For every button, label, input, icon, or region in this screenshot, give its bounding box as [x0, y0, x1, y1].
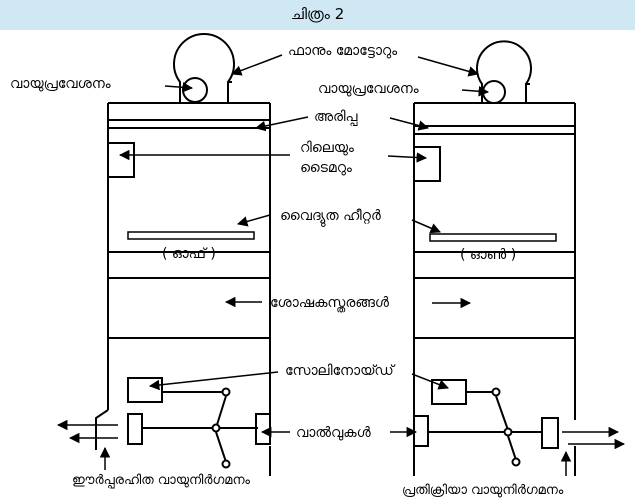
- arrow-heater-left: [236, 214, 271, 227]
- label-relay-2: ടൈമറും: [300, 160, 352, 176]
- valve-left-a: [127, 413, 143, 445]
- label-fan-motor: ഫാനും മോട്ടോറും: [288, 43, 397, 59]
- arrow-solenoid-right: [411, 373, 449, 390]
- arrow-fan-left: [231, 54, 283, 76]
- arrow-heater-right: [411, 219, 441, 234]
- valve-right-a: [413, 415, 429, 447]
- label-air-inlet-right: വായുപ്രവേശനം: [318, 81, 419, 97]
- left-unit: [95, 102, 271, 476]
- label-off: ( ഓഫ് ): [162, 246, 216, 262]
- label-filter: അരിപ്പ: [314, 109, 358, 126]
- label-adsorbent: ശോഷകസ്തരങ്ങൾ: [270, 295, 390, 313]
- arrow-inlet-right: [461, 86, 490, 97]
- arrow-filter-left: [254, 116, 309, 132]
- label-regen-outlet: പ്രതിക്രിയാ വായുനിർഗമനം: [402, 483, 564, 498]
- label-solenoid: സോലിനോയ്ഡ്: [285, 363, 395, 379]
- label-heater: വൈദ്യുത ഹീറ്റർ: [280, 208, 381, 227]
- figure-title: ചിത്രം 2: [290, 5, 345, 23]
- heater-right: [429, 233, 557, 242]
- fan-left: [173, 33, 235, 103]
- arrow-inlet-left: [164, 82, 194, 93]
- arrow-solenoid-left: [148, 371, 279, 391]
- solenoid-left: [127, 377, 163, 403]
- valve-left-b: [255, 413, 271, 445]
- label-relay-1: റിലെയും: [300, 140, 354, 156]
- valve-right-b: [541, 417, 559, 449]
- heater-left: [127, 231, 255, 240]
- label-on: ( ഓൺ ): [460, 247, 516, 263]
- right-unit: [413, 102, 576, 476]
- title-bar: [0, 0, 635, 30]
- relay-box-left: [107, 142, 135, 178]
- arrow-filter-right: [389, 117, 430, 131]
- arrow-relay-right: [387, 152, 428, 163]
- label-air-inlet-left: വായുപ്രവേശനം: [10, 76, 111, 92]
- fan-right: [476, 40, 532, 104]
- label-valves: വാൽവുകൾ: [296, 425, 372, 441]
- relay-box-right: [413, 146, 441, 182]
- label-dry-outlet: ഈർപ്പരഹിത വായുനിർഗമനം: [72, 473, 251, 488]
- arrow-fan-right: [417, 56, 480, 77]
